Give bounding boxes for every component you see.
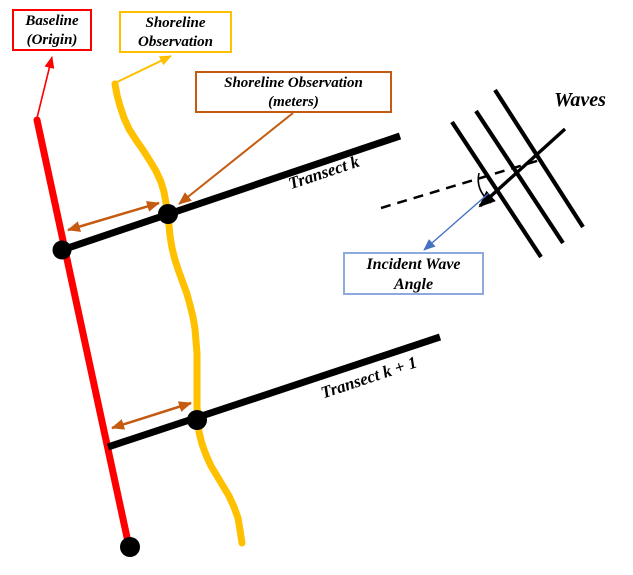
wave-direction-arrow — [478, 127, 567, 208]
baseline-end-point — [120, 537, 140, 557]
baseline-origin-callout: Baseline (Origin) — [12, 9, 92, 51]
incident-angle-arc — [477, 172, 492, 204]
transect-k1-line — [106, 333, 442, 451]
shoreline-observation-meters-label-line1: Shoreline Observation — [224, 75, 363, 91]
shoreline-observation-meters-callout: Shoreline Observation (meters) — [195, 71, 392, 113]
incident-wave-angle-label-line1: Incident Wave — [366, 256, 461, 273]
shoreline-observation-label-line2: Observation — [138, 34, 213, 50]
baseline-transect-k-point — [52, 240, 72, 260]
shoreline-observation-point-k — [158, 204, 178, 224]
shoreline-observation-meters-label-line2: (meters) — [268, 94, 319, 110]
shoreline-callout-pointer — [114, 55, 172, 84]
incident-wave-angle-label-line2: Angle — [393, 276, 434, 293]
baseline-line — [33, 116, 132, 546]
distance-arrow-transect-k1 — [111, 401, 192, 430]
shoreline-line — [111, 80, 246, 547]
baseline-callout-pointer — [36, 56, 55, 119]
shoreline-observation-label-line1: Shoreline — [145, 15, 206, 31]
incident-wave-angle-callout: Incident Wave Angle — [343, 252, 484, 295]
shoreline-observation-point-k1 — [187, 410, 207, 430]
wave-crest-line-2 — [474, 109, 565, 245]
incident-angle-callout-pointer — [423, 192, 490, 251]
waves-label: Waves — [554, 89, 606, 111]
wave-crest-line-3 — [493, 88, 585, 229]
shoreline-observation-callout: Shoreline Observation — [119, 11, 232, 53]
distance-arrow-transect-k — [67, 201, 160, 232]
baseline-origin-label-line2: (Origin) — [26, 32, 78, 48]
reference-dashed-line — [380, 158, 541, 210]
meters-callout-pointer — [178, 112, 294, 205]
baseline-origin-label-line1: Baseline — [25, 13, 79, 29]
